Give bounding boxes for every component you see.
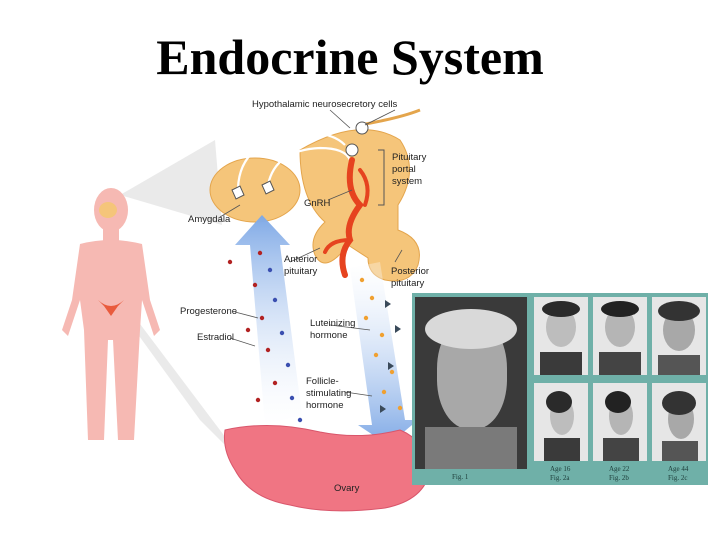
steroid-dots (227, 250, 303, 423)
fig-caption: Fig. 1 (452, 473, 469, 481)
leader-lines (219, 109, 403, 397)
fig-caption-2a: Fig. 2a (550, 474, 570, 482)
gnrh-label: GnRH (304, 198, 331, 209)
estradiol-label: Estradiol (197, 332, 234, 343)
anterior-label-2: pituitary (284, 266, 318, 277)
posterior-label-1: Posterior (391, 266, 429, 277)
portal-label-1: Pituitary (392, 152, 427, 163)
fsh-label-3: hormone (306, 400, 344, 411)
head-beam (120, 140, 222, 225)
age-caption-2: Age 22 (609, 465, 630, 473)
portal-vessel (339, 157, 364, 278)
brain-marker (99, 202, 117, 218)
neuron-fiber (236, 132, 346, 189)
elderly-face-photo (415, 297, 527, 469)
portal-vessel (323, 168, 370, 254)
slide-title: Endocrine System (156, 29, 544, 85)
age-caption-3: Age 44 (668, 465, 689, 473)
neuron-cell (355, 121, 369, 135)
neuron-cell (345, 143, 359, 157)
age-caption-1: Age 16 (550, 465, 571, 473)
front-photo-1 (534, 297, 588, 375)
profile-photo-3 (652, 383, 706, 461)
portal-label-3: system (392, 176, 422, 187)
uterus-marker (98, 300, 124, 316)
hypothalamic-label: Hypothalamic neurosecretory cells (252, 99, 397, 110)
front-photo-2 (593, 297, 647, 375)
anterior-label-1: Anterior (284, 254, 317, 265)
ovary-shape (224, 425, 431, 512)
photo-panel: Fig. 1 Age 16 Age 22 Age 44 Fig. 2a Fig.… (412, 293, 708, 485)
neuron-cell (231, 185, 245, 200)
hormone-down-arrow (350, 262, 418, 445)
ovary-label: Ovary (334, 483, 360, 494)
amygdala-shape (209, 157, 301, 223)
neuron-cell (261, 180, 275, 195)
portal-bracket (378, 149, 385, 206)
front-photo-3 (652, 297, 706, 375)
lh-label-2: hormone (310, 330, 348, 341)
posterior-label-2: pituitary (391, 278, 425, 289)
progesterone-label: Progesterone (180, 306, 237, 317)
neuron-fiber (266, 146, 352, 186)
profile-photo-1 (534, 383, 588, 461)
fig-caption-2b: Fig. 2b (609, 474, 629, 482)
profile-photo-2 (593, 383, 647, 461)
fsh-label-2: stimulating (306, 388, 351, 399)
pelvis-beam (113, 300, 250, 470)
fig-caption-2c: Fig. 2c (668, 474, 688, 482)
gonadotropin-dots (359, 277, 403, 413)
hormone-up-arrow (235, 215, 302, 425)
portal-label-2: portal (392, 164, 416, 175)
amygdala-label: Amygdala (188, 214, 231, 225)
lh-label-1: Luteinizing (310, 318, 355, 329)
fsh-label-1: Follicle- (306, 376, 339, 387)
